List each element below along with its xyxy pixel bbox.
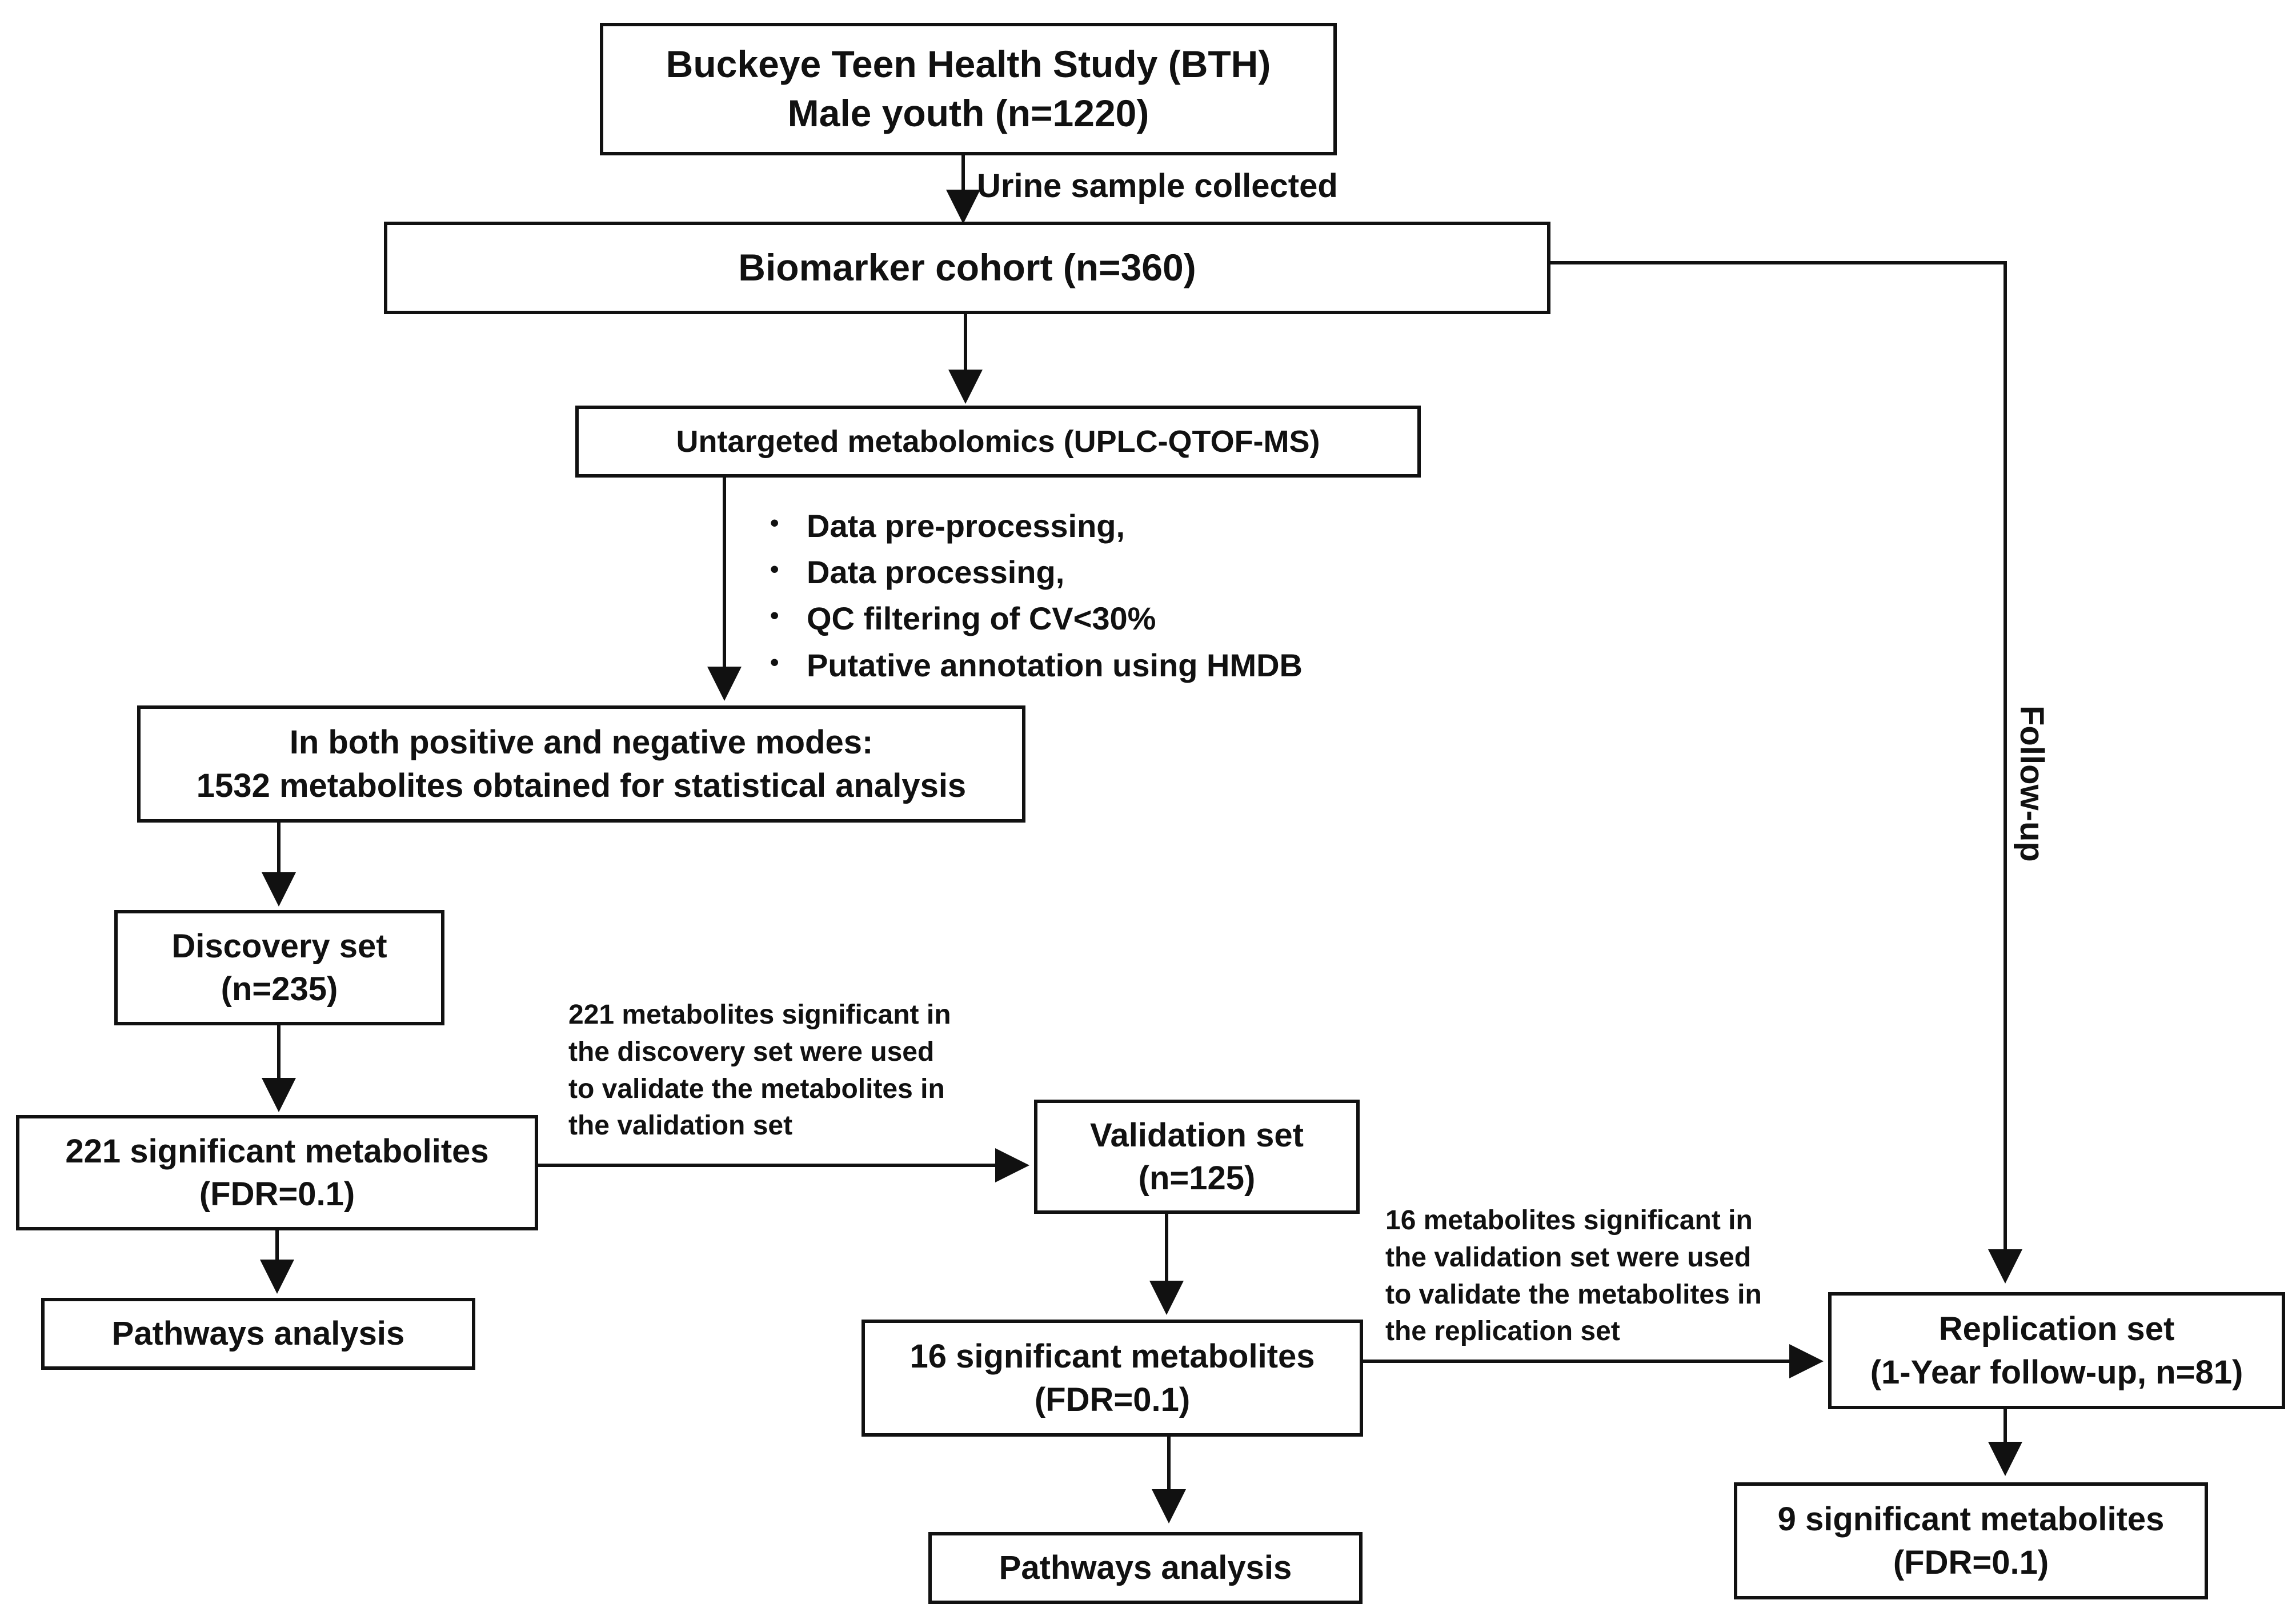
untargeted-metabolomics-title: Untargeted metabolomics (UPLC-QTOF-MS) bbox=[676, 424, 1320, 459]
note-line: the validation set were used bbox=[1385, 1242, 1752, 1273]
processing-step: Data processing, bbox=[766, 549, 1303, 595]
validation-set-title: Validation set bbox=[1090, 1116, 1304, 1154]
follow-up-label: Follow-up bbox=[2013, 705, 2050, 862]
discovery-to-validation-note: 221 metabolites significant in the disco… bbox=[568, 997, 951, 1145]
sig16-fdr: (FDR=0.1) bbox=[1034, 1381, 1191, 1418]
pathways-analysis-title-1: Pathways analysis bbox=[111, 1315, 405, 1353]
note-line: to validate the metabolites in bbox=[1385, 1279, 1762, 1310]
pathways-analysis-box-1: Pathways analysis bbox=[41, 1298, 475, 1370]
sig9-box: 9 significant metabolites (FDR=0.1) bbox=[1734, 1482, 2208, 1599]
validation-set-count: (n=125) bbox=[1138, 1160, 1256, 1197]
sig221-box: 221 significant metabolites (FDR=0.1) bbox=[16, 1115, 538, 1230]
processing-step: Data pre-processing, bbox=[766, 503, 1303, 549]
discovery-set-box: Discovery set (n=235) bbox=[114, 910, 444, 1025]
both-modes-box: In both positive and negative modes: 153… bbox=[137, 705, 1025, 823]
processing-steps-list: Data pre-processing, Data processing, QC… bbox=[766, 503, 1303, 688]
discovery-set-count: (n=235) bbox=[221, 971, 338, 1008]
sig16-title: 16 significant metabolites bbox=[909, 1338, 1315, 1376]
untargeted-metabolomics-box: Untargeted metabolomics (UPLC-QTOF-MS) bbox=[575, 406, 1421, 478]
sig221-title: 221 significant metabolites bbox=[65, 1132, 489, 1170]
discovery-set-title: Discovery set bbox=[171, 927, 387, 965]
sig9-title: 9 significant metabolites bbox=[1777, 1501, 2165, 1538]
sig9-fdr: (FDR=0.1) bbox=[1893, 1543, 2049, 1581]
replication-set-detail: (1-Year follow-up, n=81) bbox=[1870, 1353, 2243, 1391]
validation-to-replication-note: 16 metabolites significant in the valida… bbox=[1385, 1202, 1762, 1350]
processing-step: Putative annotation using HMDB bbox=[766, 642, 1303, 688]
pathways-analysis-title-2: Pathways analysis bbox=[999, 1549, 1292, 1587]
note-line: the discovery set were used bbox=[568, 1036, 935, 1067]
both-modes-line2: 1532 metabolites obtained for statistica… bbox=[196, 767, 967, 804]
note-line: to validate the metabolites in bbox=[568, 1073, 945, 1104]
pathways-analysis-box-2: Pathways analysis bbox=[928, 1532, 1363, 1604]
biomarker-cohort-box: Biomarker cohort (n=360) bbox=[384, 222, 1550, 314]
validation-set-box: Validation set (n=125) bbox=[1034, 1100, 1360, 1214]
bth-study-subtitle: Male youth (n=1220) bbox=[787, 92, 1149, 134]
replication-set-box: Replication set (1-Year follow-up, n=81) bbox=[1828, 1292, 2285, 1409]
both-modes-line1: In both positive and negative modes: bbox=[289, 724, 873, 761]
note-line: 221 metabolites significant in bbox=[568, 1000, 951, 1030]
note-line: the validation set bbox=[568, 1110, 793, 1141]
biomarker-cohort-title: Biomarker cohort (n=360) bbox=[738, 246, 1196, 289]
sig16-box: 16 significant metabolites (FDR=0.1) bbox=[861, 1320, 1363, 1437]
bth-study-title: Buckeye Teen Health Study (BTH) bbox=[666, 43, 1271, 86]
bth-study-box: Buckeye Teen Health Study (BTH) Male you… bbox=[600, 23, 1337, 155]
note-line: the replication set bbox=[1385, 1316, 1620, 1347]
follow-up-line bbox=[1548, 261, 2022, 1284]
note-line: 16 metabolites significant in bbox=[1385, 1205, 1753, 1236]
processing-step: QC filtering of CV<30% bbox=[766, 595, 1303, 641]
urine-sample-label: Urine sample collected bbox=[977, 167, 1338, 204]
sig221-fdr: (FDR=0.1) bbox=[199, 1176, 355, 1213]
replication-set-title: Replication set bbox=[1938, 1310, 2175, 1348]
